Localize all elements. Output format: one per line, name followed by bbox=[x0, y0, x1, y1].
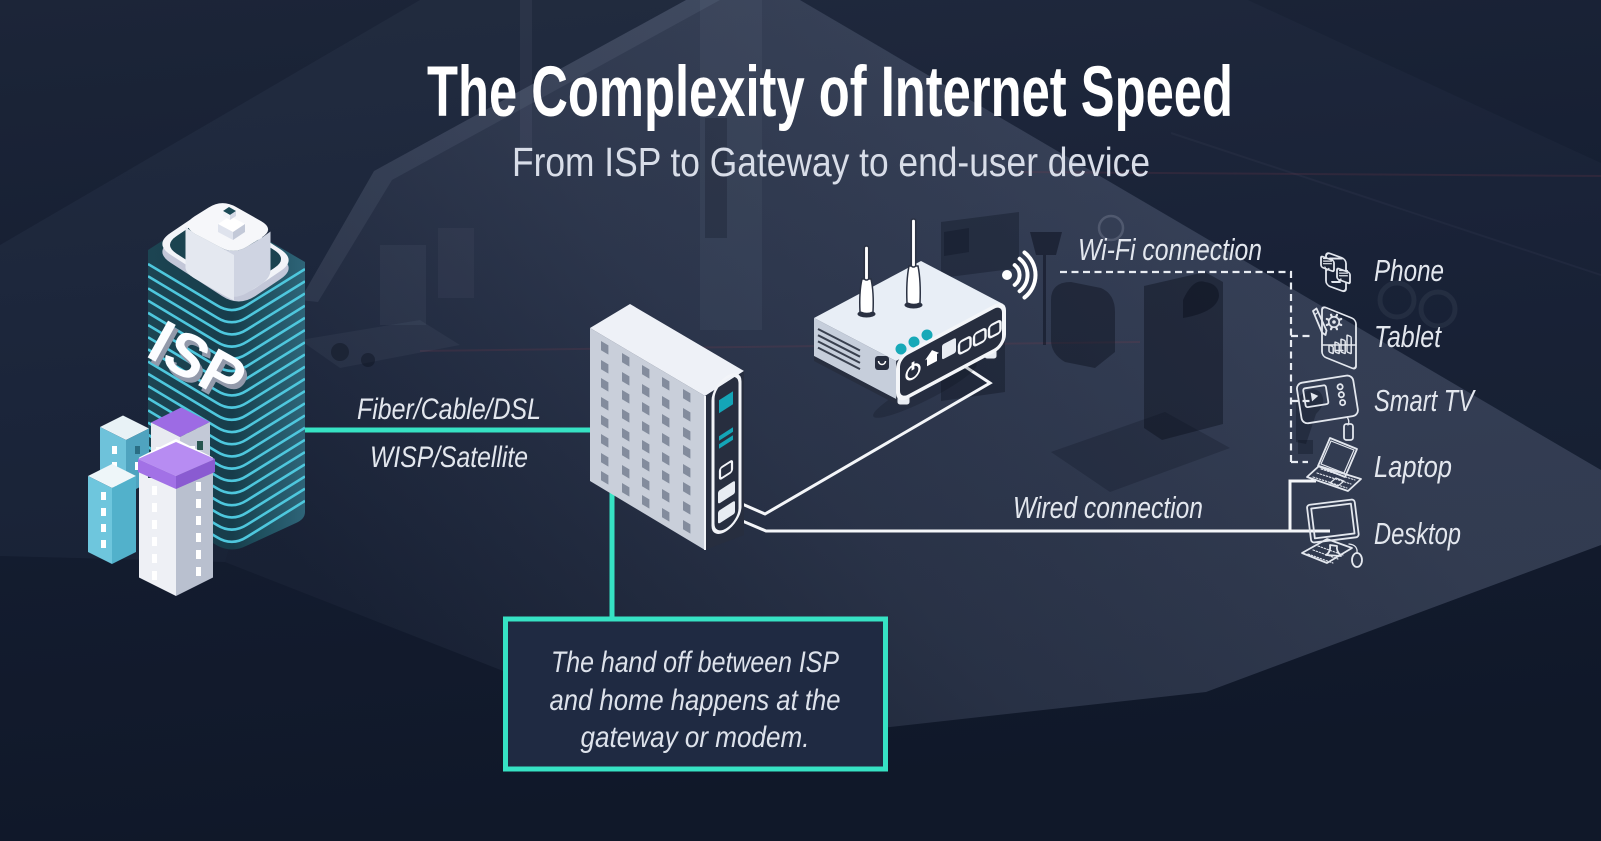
svg-text:The hand off between ISP: The hand off between ISP bbox=[551, 646, 839, 679]
svg-text:gateway or modem.: gateway or modem. bbox=[581, 721, 810, 754]
svg-text:Wired connection: Wired connection bbox=[1013, 490, 1203, 525]
svg-text:From ISP to Gateway to end-use: From ISP to Gateway to end-user device bbox=[512, 139, 1150, 185]
svg-text:Tablet: Tablet bbox=[1374, 319, 1442, 354]
svg-text:Wi-Fi connection: Wi-Fi connection bbox=[1078, 232, 1262, 267]
svg-text:WISP/Satellite: WISP/Satellite bbox=[370, 441, 528, 474]
svg-text:Laptop: Laptop bbox=[1374, 449, 1452, 484]
svg-text:Desktop: Desktop bbox=[1374, 516, 1461, 551]
svg-text:Smart TV: Smart TV bbox=[1374, 383, 1477, 418]
svg-text:Phone: Phone bbox=[1374, 253, 1444, 288]
svg-text:Fiber/Cable/DSL: Fiber/Cable/DSL bbox=[357, 393, 541, 426]
svg-text:The Complexity of Internet Spe: The Complexity of Internet Speed bbox=[427, 53, 1233, 132]
svg-text:and home happens at the: and home happens at the bbox=[550, 684, 841, 717]
